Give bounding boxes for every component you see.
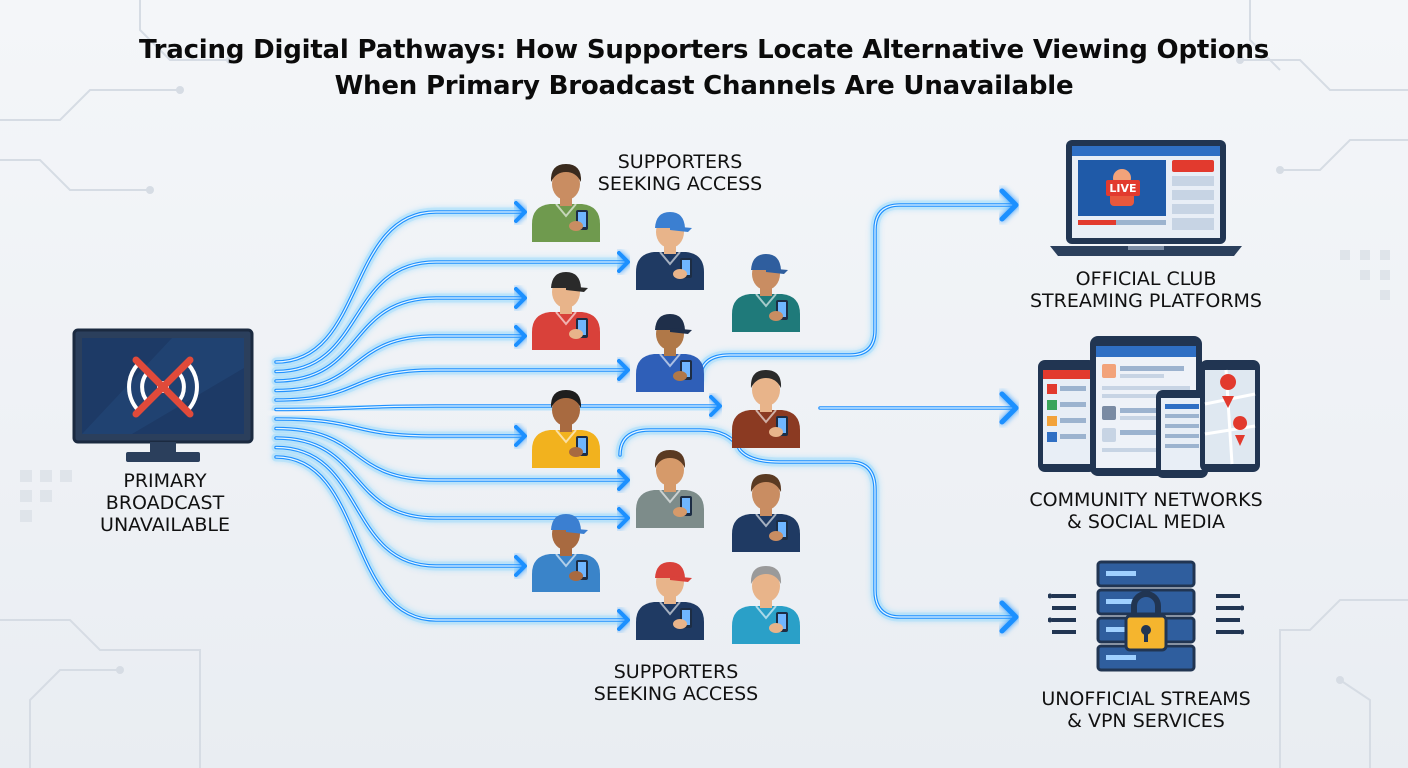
person-with-phone-icon [636,562,704,640]
destination-label-line: COMMUNITY NETWORKS [1029,489,1263,511]
supporters-label-line: SUPPORTERS [617,151,743,173]
destination-label-line: OFFICIAL CLUB [1075,268,1217,290]
arrow-head [514,425,527,447]
person-with-phone-icon [732,254,800,332]
arrow-head-community [999,391,1019,425]
title-line-1: Tracing Digital Pathways: How Supporters… [138,35,1270,65]
source-label-line: BROADCAST [105,492,225,514]
supporters-bottom-label: SUPPORTERS SEEKING ACCESS [576,661,776,705]
person-with-phone-icon [732,566,800,644]
destination-label-line: STREAMING PLATFORMS [1030,290,1262,312]
flow-line [271,331,526,395]
flow-line [271,401,721,414]
flow-line [271,365,629,405]
destination-label-line: & VPN SERVICES [1067,710,1225,732]
flow-line [271,452,629,625]
devices-social-media-icon [1038,336,1260,478]
source-label: PRIMARY BROADCAST UNAVAILABLE [70,470,260,536]
destination-label: UNOFFICIAL STREAMS & VPN SERVICES [1010,688,1282,732]
arrow-head [514,325,527,347]
supporters-label-line: SUPPORTERS [613,661,739,683]
flow-line-unofficial [615,425,1017,622]
flow-line [271,293,526,386]
person-with-phone-icon [532,514,600,592]
page-title: Tracing Digital Pathways: How Supporters… [0,32,1408,104]
arrow-head [514,555,527,577]
flow-line-official [695,200,1017,385]
person-with-phone-icon [636,212,704,290]
person-with-phone-icon [532,164,600,242]
tv-no-signal-icon [72,328,254,462]
person-with-phone-icon [532,390,600,468]
destination-label: OFFICIAL CLUB STREAMING PLATFORMS [1010,268,1282,312]
arrow-head [617,469,630,491]
laptop-live-stream-icon: LIVE [1050,140,1242,256]
supporters-label-line: SEEKING ACCESS [597,173,763,195]
arrow-head [709,395,722,417]
arrow-head [617,251,630,273]
person-with-phone-icon [732,474,800,552]
arrow-head-official [999,188,1019,222]
flow-line [271,424,629,485]
flow-line [271,257,629,376]
flow-line [271,433,629,523]
destination-label: COMMUNITY NETWORKS & SOCIAL MEDIA [1010,489,1282,533]
live-badge [1106,180,1140,196]
person-with-phone-icon [532,272,600,350]
supporters-label-line: SEEKING ACCESS [593,683,759,705]
arrow-head [617,609,630,631]
person-with-phone-icon [636,450,704,528]
flow-line [271,443,526,571]
person-with-phone-icon [732,370,800,448]
flow-line [271,207,526,367]
arrow-head [514,201,527,223]
supporters-top-label: SUPPORTERS SEEKING ACCESS [580,151,780,195]
arrow-head [617,507,630,529]
person-with-phone-icon [636,314,704,392]
destination-label-line: UNOFFICIAL STREAMS [1041,688,1251,710]
server-lock-icon [1048,560,1244,672]
flow-line [271,414,526,441]
arrow-head-unofficial [999,600,1019,634]
arrow-head [617,359,630,381]
title-line-2: When Primary Broadcast Channels Are Unav… [334,71,1074,101]
destination-label-line: & SOCIAL MEDIA [1067,511,1225,533]
source-label-line: PRIMARY [123,470,207,492]
arrow-head [514,287,527,309]
live-badge-text: LIVE [1109,182,1136,195]
source-label-line: UNAVAILABLE [100,514,230,536]
